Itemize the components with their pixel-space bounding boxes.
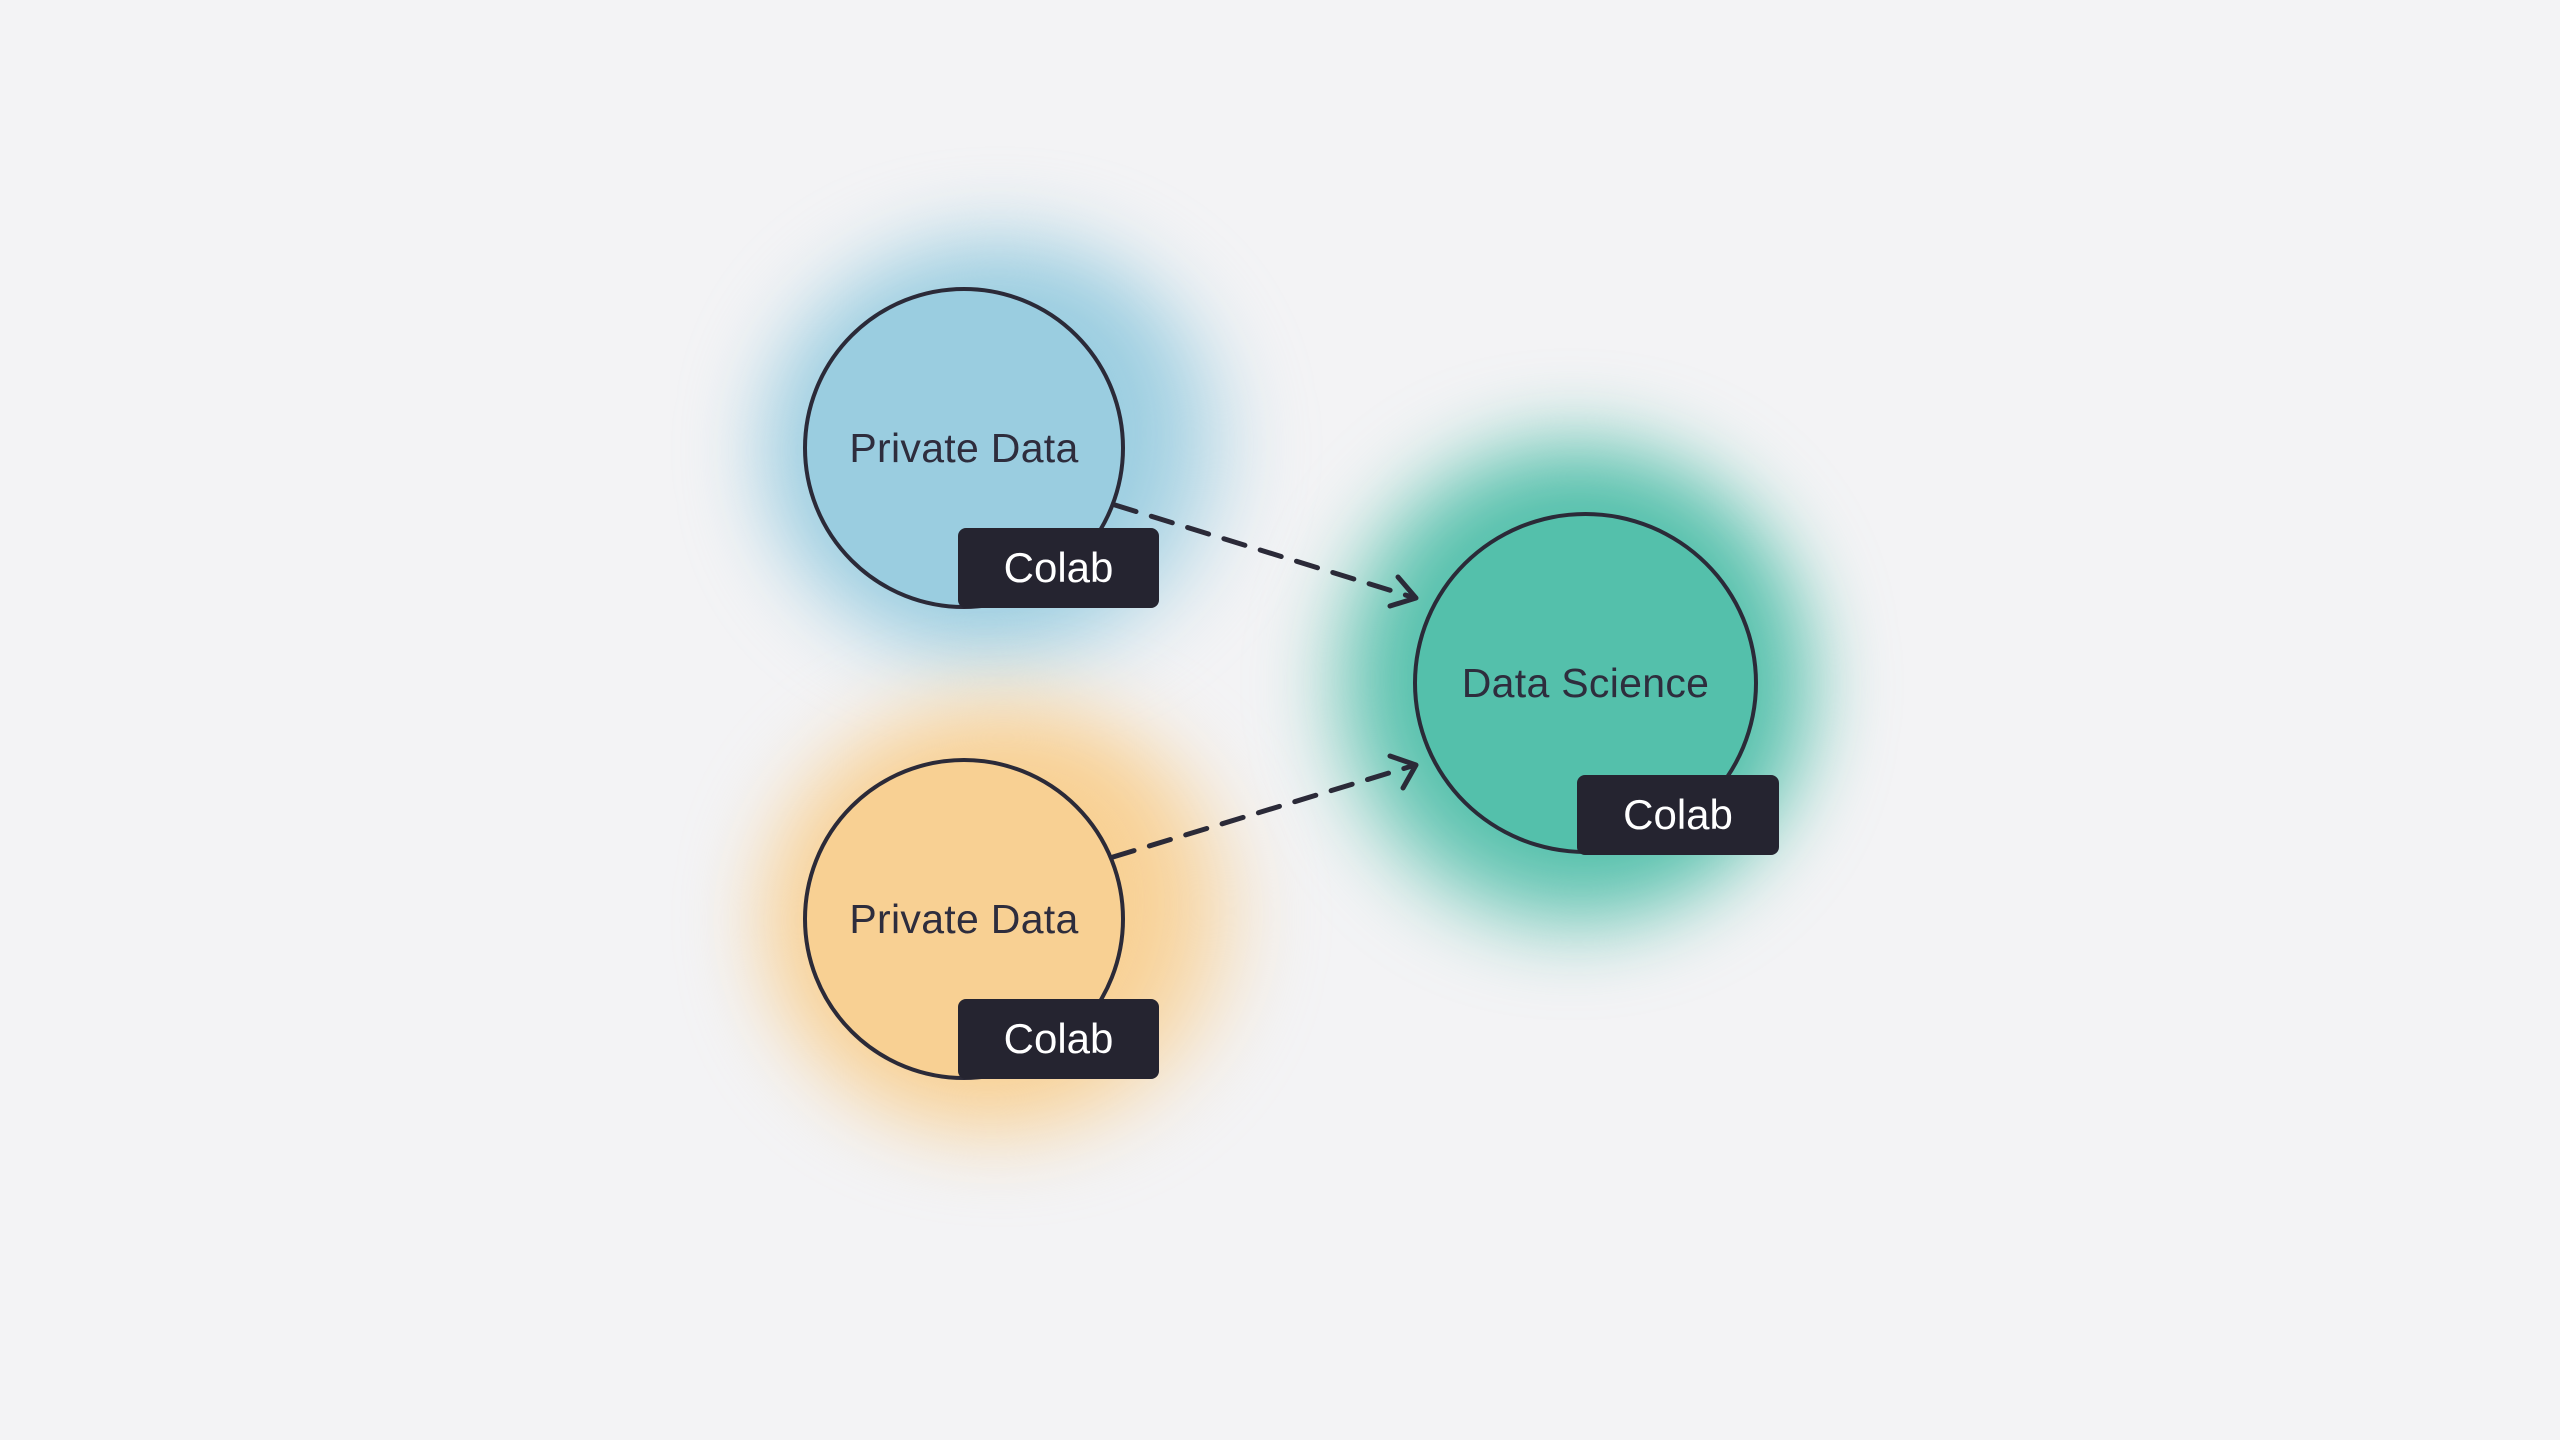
dashed-arrow-top xyxy=(1112,502,1415,600)
colab-badge: Colab xyxy=(958,999,1159,1079)
colab-badge: Colab xyxy=(958,528,1159,608)
node-label: Private Data xyxy=(849,895,1079,942)
node-label: Private Data xyxy=(849,424,1079,471)
dashed-arrow-bottom xyxy=(1110,763,1415,860)
node-label: Data Science xyxy=(1461,659,1710,706)
arrowhead-bottom-icon xyxy=(1387,753,1419,791)
colab-badge: Colab xyxy=(1577,775,1779,855)
arrowhead-top-icon xyxy=(1387,574,1419,609)
